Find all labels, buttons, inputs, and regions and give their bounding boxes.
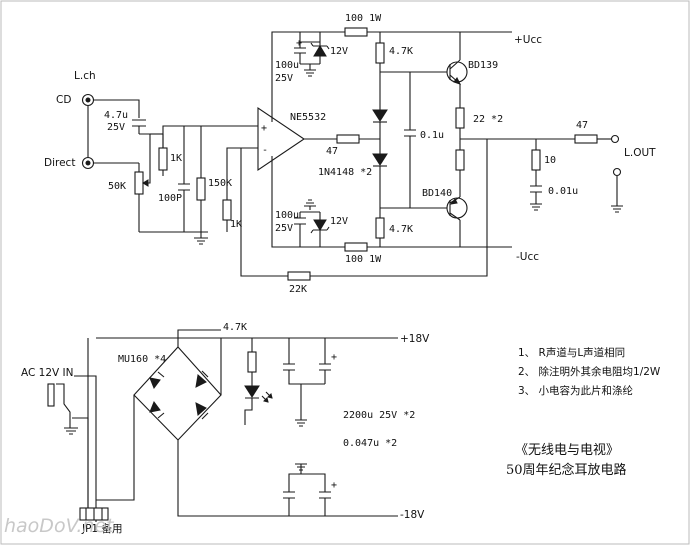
- label-plus-upper: +: [331, 352, 337, 363]
- resistor-led: [247, 351, 257, 373]
- diode-1n4148-upper: [372, 109, 388, 123]
- label-r-22: 22 *2: [473, 114, 503, 125]
- note-2: 2、 除注明外其余电阻均1/2W: [518, 365, 661, 378]
- label-ps-ac: AC 12V IN: [21, 367, 74, 379]
- label-r-22k: 22K: [289, 284, 307, 295]
- title-line-1: 《无线电与电视》: [515, 443, 619, 458]
- resistor-22k: [287, 271, 311, 281]
- resistor-150k: [196, 177, 206, 201]
- label-r-47-out: 47: [576, 120, 588, 131]
- label-r-100-top: 100 1W: [345, 13, 382, 24]
- direct-jack-icon: [81, 156, 95, 170]
- label-z-bot: 12V: [330, 216, 348, 227]
- label-cd: CD: [56, 94, 71, 106]
- note-1: 1、 R声道与L声道相同: [518, 346, 625, 359]
- label-out: L.OUT: [624, 147, 656, 159]
- zener-12v-bot: [310, 219, 330, 234]
- label-ps-pos: +18V: [400, 333, 430, 345]
- label-c-001u: 0.01u: [548, 186, 578, 197]
- label-cz-top: 100u: [275, 60, 299, 71]
- input-capacitor: [132, 119, 146, 134]
- resistor-10-zobel: [531, 149, 541, 171]
- power-supply: AC 12V IN MU160 *4 4.7K +18V: [21, 322, 430, 535]
- label-l-ch: L.ch: [74, 70, 96, 82]
- label-q-bot: BD140: [422, 188, 452, 199]
- capacitor-2200u-lower: [319, 491, 331, 499]
- capacitor-0-1u: [404, 129, 416, 137]
- capacitor-0-047u-lower: [283, 491, 295, 499]
- resistor-47-out: [574, 134, 598, 144]
- label-ucc-neg: -Ucc: [516, 251, 539, 263]
- watermark-logo: haoDoV.net: [4, 515, 115, 537]
- resistor-100-1w-bot: [344, 242, 368, 252]
- label-r-1k-b: 1K: [230, 219, 242, 230]
- input-section: L.ch CD Direct 4.7u 25V 50K: [44, 70, 258, 245]
- label-r-100-bot: 100 1W: [345, 254, 382, 265]
- volume-potentiometer: [134, 171, 149, 195]
- capacitor-0-047u-upper: [283, 363, 295, 371]
- resistor-1k-input: [158, 147, 168, 171]
- svg-text:+: +: [296, 38, 302, 49]
- label-ps-neg: -18V: [400, 509, 425, 521]
- label-r-4k7-top: 4.7K: [389, 46, 413, 57]
- resistor-22-top: [455, 107, 465, 129]
- label-ps-r: 4.7K: [223, 322, 247, 333]
- resistor-100-1w-top: [344, 27, 368, 37]
- opamp-ne5532: + -: [257, 106, 305, 172]
- capacitor-0-01u: [530, 185, 542, 193]
- label-direct: Direct: [44, 157, 75, 169]
- diode-1n4148-lower: [372, 153, 388, 167]
- label-cz-bot-v: 25V: [275, 223, 293, 234]
- resistor-1k-gain: [222, 199, 232, 221]
- cd-jack-icon: [81, 93, 95, 107]
- jumper-jp1-icon: [79, 507, 109, 521]
- resistor-4k7-top: [375, 42, 385, 64]
- output-terminal-icon: [610, 134, 620, 144]
- label-r-4k7-bot: 4.7K: [389, 224, 413, 235]
- label-ps-jp: JP1 备用: [81, 522, 122, 535]
- label-r-50k: 50K: [108, 181, 126, 192]
- label-q-top: BD139: [468, 60, 498, 71]
- capacitor-100p: [178, 183, 190, 191]
- opamp-plus-pin: +: [261, 123, 267, 134]
- zener-12v-top: [310, 42, 330, 57]
- transistor-bd140: [446, 196, 468, 221]
- capacitor-2200u-upper: [319, 363, 331, 371]
- label-c-100p: 100P: [158, 193, 182, 204]
- label-c-in: 4.7u: [104, 110, 128, 121]
- label-plus-lower: +: [331, 480, 337, 491]
- label-r-150k: 150K: [208, 178, 232, 189]
- capacitor-100u-bot: [294, 217, 306, 225]
- label-c-01u: 0.1u: [420, 130, 444, 141]
- label-diodes: 1N4148 *2: [318, 167, 372, 178]
- note-3: 3、 小电容为此片和涤纶: [518, 384, 634, 397]
- led-indicator-icon: [244, 385, 273, 425]
- label-r-10: 10: [544, 155, 556, 166]
- label-r-1k-a: 1K: [170, 153, 182, 164]
- output-ground-terminal-icon: [612, 167, 622, 177]
- opamp-minus-pin: -: [262, 145, 268, 156]
- label-ps-caps1: 2200u 25V *2: [343, 410, 415, 421]
- ground-icon: [194, 232, 208, 245]
- label-cz-bot: 100u: [275, 210, 299, 221]
- resistor-22-bot: [455, 149, 465, 171]
- label-ps-caps2: 0.047u *2: [343, 438, 397, 449]
- label-ucc-pos: +Ucc: [514, 34, 542, 46]
- title-line-2: 50周年纪念耳放电路: [506, 462, 627, 478]
- transistor-bd139: [446, 59, 468, 85]
- label-ps-bridge: MU160 *4: [118, 354, 166, 365]
- label-c-in-volt: 25V: [107, 122, 125, 133]
- label-r-47-a: 47: [326, 146, 338, 157]
- resistor-4k7-bot: [375, 217, 385, 239]
- resistor-47-opamp: [336, 134, 360, 144]
- label-opamp: NE5532: [290, 112, 326, 123]
- label-cz-top-v: 25V: [275, 73, 293, 84]
- label-z-top: 12V: [330, 46, 348, 57]
- dc-jack-icon: [47, 383, 78, 435]
